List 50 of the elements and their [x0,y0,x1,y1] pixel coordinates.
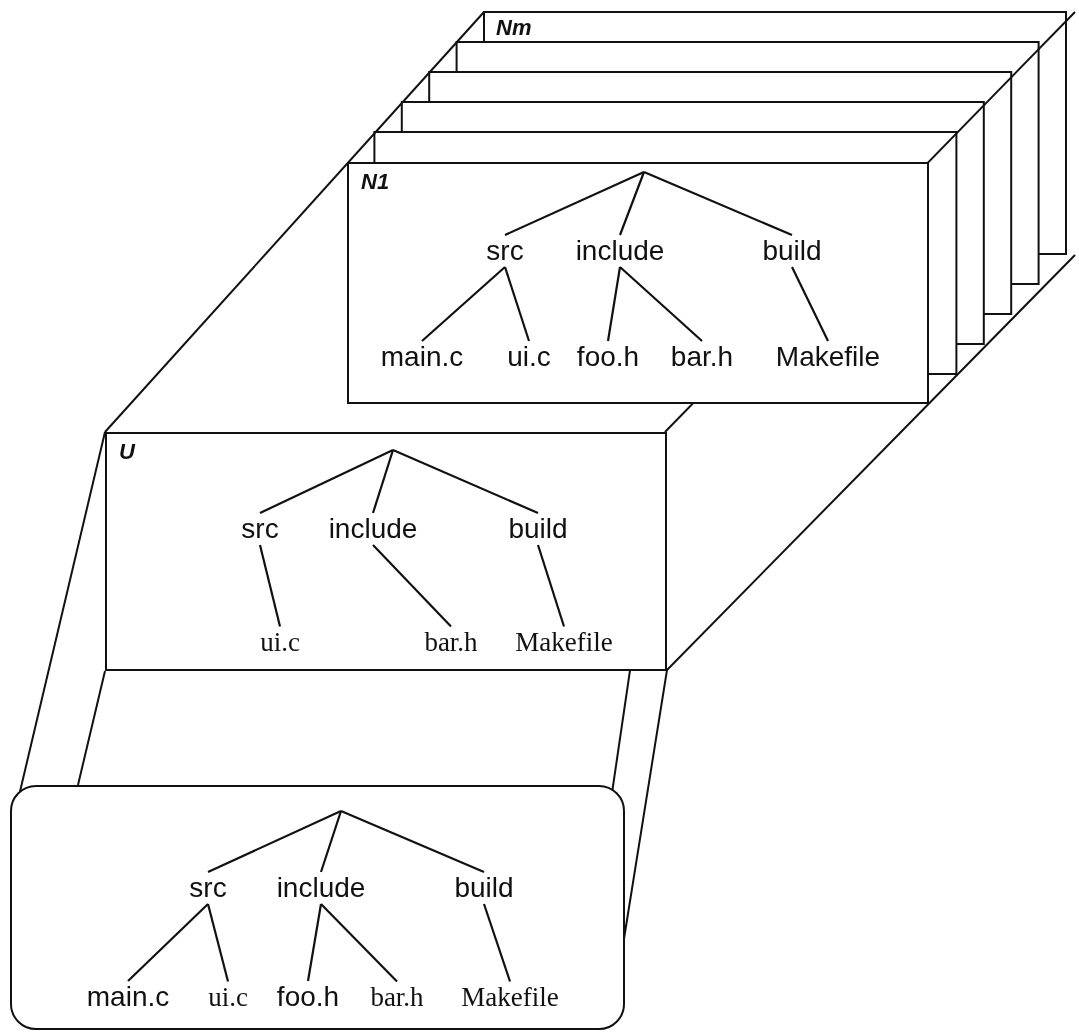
tree-label: Makefile [460,981,560,1013]
panel-label: U [119,440,135,465]
tree-line [258,544,282,627]
tree-label: bar.h [423,626,479,658]
tree-line [606,266,622,342]
tree-line [371,449,395,514]
tree-label: main.c [85,981,171,1013]
tree-label: build [453,872,515,904]
tree-label: foo.h [275,981,341,1013]
tree-line [207,810,342,873]
tree-line [643,171,793,236]
tree-label: src [240,513,280,545]
tree-label: bar.h [669,341,735,373]
tree-line [504,171,645,236]
tree-line [259,449,394,514]
tree-label: ui.c [259,626,301,658]
tree-label: include [275,872,367,904]
tree-line [127,903,209,982]
tree-line [618,171,646,236]
tree-line [482,903,512,982]
tree-label: Makefile [774,341,882,373]
tree-label: foo.h [575,341,641,373]
panel [347,162,929,404]
tree-label: src [188,872,228,904]
tree-label: src [485,235,525,267]
rounded-panel [10,785,625,1030]
tree-line [306,903,323,982]
tree-line [619,266,703,342]
tree-line [536,544,566,627]
panel [105,432,667,671]
tree-line [392,449,539,514]
tree-label: include [327,513,419,545]
tree-line [206,903,230,982]
tree-line [421,266,506,342]
tree-line [503,266,531,342]
tree-line [791,266,829,342]
tree-label: build [507,513,569,545]
tree-line [319,810,343,873]
tree-label: ui.c [207,981,249,1013]
tree-label: main.c [379,341,465,373]
tree-line [320,903,398,983]
tree-label: Makefile [514,626,614,658]
tree-label: build [761,235,823,267]
tree-label: include [574,235,666,267]
tree-label: ui.c [506,341,552,373]
tree-line [372,544,452,628]
tree-label: bar.h [369,981,425,1013]
panel-label: N1 [361,170,390,195]
panel-label: Nm [496,16,532,41]
tree-line [340,810,485,873]
